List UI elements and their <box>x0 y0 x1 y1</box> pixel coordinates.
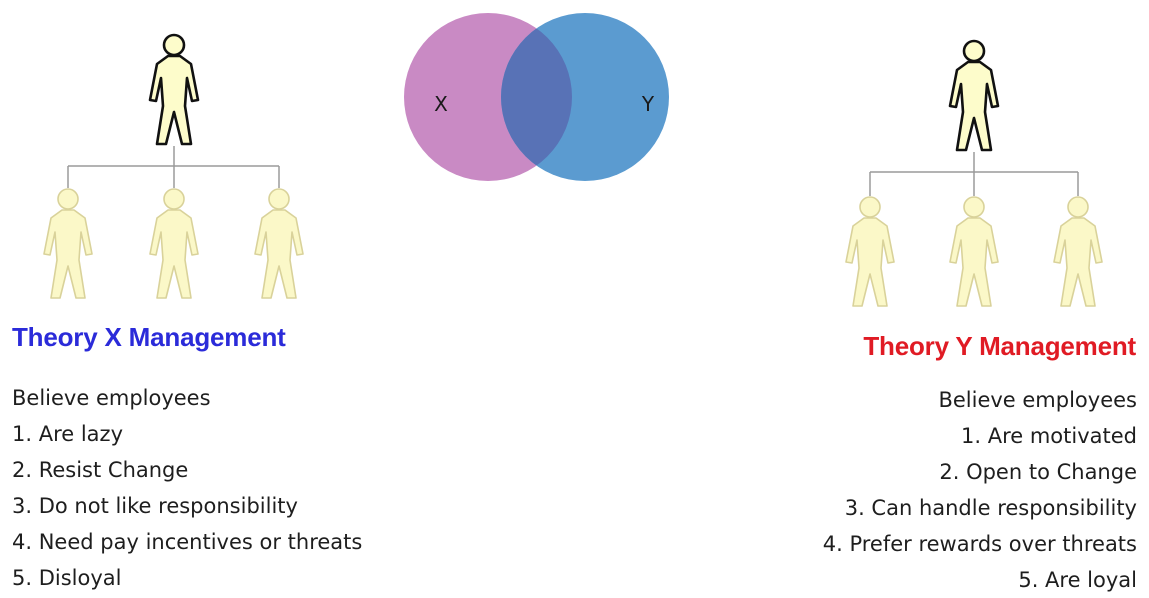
theory-x-manager-icon <box>148 33 200 146</box>
theory-x-item-2: 2. Resist Change <box>12 458 189 482</box>
person-body <box>1053 217 1103 307</box>
theory-y-item-5: 5. Are loyal <box>1018 568 1137 592</box>
theory-y-employee-icon-3 <box>1053 196 1103 307</box>
theory-y-beliefs: Believe employees 1. Are motivated 2. Op… <box>823 382 1137 598</box>
theory-x-beliefs: Believe employees 1. Are lazy 2. Resist … <box>12 380 362 596</box>
theory-x-item-1: 1. Are lazy <box>12 422 123 446</box>
theory-x-employee-icon-3 <box>254 188 304 299</box>
person-body <box>948 60 1000 152</box>
theory-x-heading: Theory X Management <box>12 322 286 352</box>
venn-overlap <box>501 13 572 181</box>
theory-x-item-5: 5. Disloyal <box>12 566 122 590</box>
person-head <box>859 196 881 218</box>
theory-y-manager-icon <box>948 39 1000 152</box>
person-body <box>254 209 304 299</box>
person-head <box>963 196 985 218</box>
person-head <box>268 188 290 210</box>
person-body <box>148 54 200 146</box>
person-head <box>162 33 186 57</box>
person-head <box>57 188 79 210</box>
person-body <box>845 217 895 307</box>
theory-y-employee-icon-1 <box>845 196 895 307</box>
theory-y-org-chart <box>845 39 1103 307</box>
theory-x-employee-icon-1 <box>43 188 93 299</box>
theory-x-item-3: 3. Do not like responsibility <box>12 494 298 518</box>
venn-diagram: X Y <box>404 13 669 181</box>
theory-y-item-4: 4. Prefer rewards over threats <box>822 532 1137 556</box>
theory-y-connector-lines <box>869 152 1079 196</box>
theory-x-item-4: 4. Need pay incentives or threats <box>12 530 363 554</box>
person-head <box>1067 196 1089 218</box>
theory-y-item-3: 3. Can handle responsibility <box>844 496 1137 520</box>
person-body <box>149 209 199 299</box>
theory-y-heading: Theory Y Management <box>863 331 1136 361</box>
theory-y-item-2: 2. Open to Change <box>939 460 1137 484</box>
theory-x-connector-lines <box>67 146 280 188</box>
theory-y-item-1: 1. Are motivated <box>961 424 1137 448</box>
theory-x-org-chart <box>43 33 304 299</box>
person-body <box>43 209 93 299</box>
venn-label-y: Y <box>641 92 655 116</box>
theory-y-intro: Believe employees <box>938 388 1137 412</box>
theory-x-employee-icon-2 <box>149 188 199 299</box>
theory-x-intro: Believe employees <box>12 386 211 410</box>
person-head <box>962 39 986 63</box>
person-body <box>949 217 999 307</box>
theory-y-employee-icon-2 <box>949 196 999 307</box>
venn-label-x: X <box>434 92 448 116</box>
person-head <box>163 188 185 210</box>
